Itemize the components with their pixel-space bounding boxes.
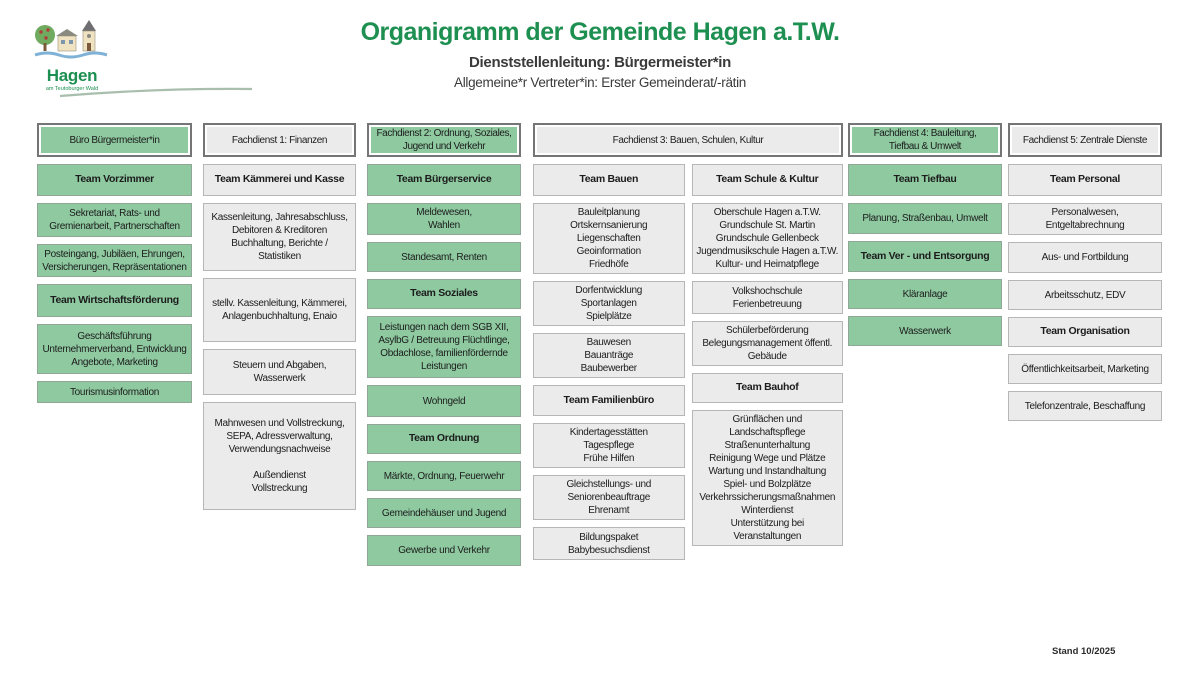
column-fachdienst-2-ordnung: Fachdienst 2: Ordnung, Soziales, Jugend …: [367, 123, 521, 573]
org-box-team: Team Soziales: [367, 279, 521, 309]
column-fachdienst-3-bauen: Fachdienst 3: Bauen, Schulen, Kultur Tea…: [533, 123, 843, 567]
org-box: Wasserwerk: [848, 316, 1002, 346]
subtitle-vertreter: Allgemeine*r Vertreter*in: Erster Gemein…: [453, 75, 747, 90]
org-box-team: Team Bürgerservice: [367, 164, 521, 196]
column-header: Fachdienst 3: Bauen, Schulen, Kultur: [533, 123, 843, 157]
org-box: Steuern und Abgaben, Wasserwerk: [203, 349, 356, 395]
org-box-team: Team Organisation: [1008, 317, 1162, 347]
logo-tagline: am Teutoburger Wald: [45, 86, 99, 92]
org-box: Bildungspaket Babybesuchsdienst: [533, 527, 685, 560]
page-title: Organigramm der Gemeinde Hagen a.T.W.: [360, 18, 840, 46]
org-box: Planung, Straßenbau, Umwelt: [848, 203, 1002, 234]
org-box: Arbeitsschutz, EDV: [1008, 280, 1162, 310]
org-box: Gewerbe und Verkehr: [367, 535, 521, 566]
org-box: Schülerbeförderung Belegungsmanagement ö…: [691, 321, 843, 366]
org-box-team: Team Familienbüro: [533, 385, 685, 416]
org-box: Aus- und Fortbildung: [1008, 242, 1162, 273]
org-box: Personalwesen, Entgeltabrechnung: [1008, 203, 1162, 235]
org-box-team: Team Personal: [1008, 164, 1162, 196]
org-box: Öffentlichkeitsarbeit, Marketing: [1008, 354, 1162, 384]
title-block: Organigramm der Gemeinde Hagen a.T.W. Di…: [0, 18, 1200, 90]
org-box: stellv. Kassenleitung, Kämmerei, Anlagen…: [203, 278, 356, 342]
column-header: Fachdienst 4: Bauleitung, Tiefbau & Umwe…: [848, 123, 1002, 157]
org-box: Kassenleitung, Jahresabschluss, Debitore…: [203, 203, 356, 271]
org-box: Geschäftsführung Unternehmerverband, Ent…: [37, 324, 192, 374]
org-box: Tourismusinformation: [37, 381, 192, 403]
column-buero-buergermeister: Büro Bürgermeister*in Team Vorzimmer Sek…: [37, 123, 192, 410]
org-box: Wohngeld: [367, 385, 521, 417]
org-box: Sekretariat, Rats- und Gremienarbeit, Pa…: [37, 203, 192, 237]
org-box: Kindertagesstätten Tagespflege Frühe Hil…: [533, 423, 685, 468]
village-illustration-icon: [34, 20, 108, 59]
org-box-team: Team Kämmerei und Kasse: [203, 164, 356, 196]
org-box: Leistungen nach dem SGB XII, AsylbG / Be…: [367, 316, 521, 378]
org-box: Märkte, Ordnung, Feuerwehr: [367, 461, 521, 491]
column-fachdienst-4-tiefbau: Fachdienst 4: Bauleitung, Tiefbau & Umwe…: [848, 123, 1002, 353]
org-box: Telefonzentrale, Beschaffung: [1008, 391, 1162, 421]
subtitle-dienststellenleitung: Dienststellenleitung: Bürgermeister*in: [469, 54, 731, 71]
fachdienst-3-stacks: Team Bauen Bauleitplanung Ortskernsanier…: [533, 164, 843, 567]
org-box: Oberschule Hagen a.T.W. Grundschule St. …: [691, 203, 843, 274]
stand-date: Stand 10/2025: [1052, 646, 1116, 657]
column-header: Büro Bürgermeister*in: [37, 123, 192, 157]
org-box: Mahnwesen und Vollstreckung, SEPA, Adres…: [203, 402, 356, 510]
org-box: Kläranlage: [848, 279, 1002, 309]
column-header: Fachdienst 1: Finanzen: [203, 123, 356, 157]
org-box: Bauwesen Bauanträge Baubewerber: [533, 333, 685, 378]
org-box: Bauleitplanung Ortskernsanierung Liegens…: [533, 203, 685, 274]
org-box-team: Team Ver - und Entsorgung: [848, 241, 1002, 272]
stack-team-schule-kultur: Team Schule & Kultur Oberschule Hagen a.…: [691, 164, 843, 567]
org-box-team: Team Bauhof: [691, 373, 843, 403]
stack-team-bauen: Team Bauen Bauleitplanung Ortskernsanier…: [533, 164, 685, 567]
org-box: Grünflächen und Landschaftspflege Straße…: [691, 410, 843, 546]
hagen-logo: Hagen am Teutoburger Wald: [28, 20, 116, 92]
org-box-team: Team Schule & Kultur: [691, 164, 843, 196]
logo-wordmark: Hagen: [46, 66, 98, 85]
org-box-team: Team Bauen: [533, 164, 685, 196]
org-box-team: Team Tiefbau: [848, 164, 1002, 196]
column-fachdienst-1-finanzen: Fachdienst 1: Finanzen Team Kämmerei und…: [203, 123, 356, 517]
column-header: Fachdienst 5: Zentrale Dienste: [1008, 123, 1162, 157]
org-box: Dorfentwicklung Sportanlagen Spielplätze: [533, 281, 685, 326]
org-box: Gleichstellungs- und Seniorenbeauftrage …: [533, 475, 685, 520]
org-box: Volkshochschule Ferienbetreuung: [691, 281, 843, 314]
org-box: Standesamt, Renten: [367, 242, 521, 272]
org-box: Posteingang, Jubiläen, Ehrungen, Versich…: [37, 244, 192, 277]
column-fachdienst-5-zentrale-dienste: Fachdienst 5: Zentrale Dienste Team Pers…: [1008, 123, 1162, 428]
org-box-team: Team Wirtschaftsförderung: [37, 284, 192, 317]
org-box-team: Team Ordnung: [367, 424, 521, 454]
org-box: Meldewesen, Wahlen: [367, 203, 521, 235]
org-box: Gemeindehäuser und Jugend: [367, 498, 521, 528]
column-header: Fachdienst 2: Ordnung, Soziales, Jugend …: [367, 123, 521, 157]
decorative-line: [59, 87, 253, 98]
org-box-team: Team Vorzimmer: [37, 164, 192, 196]
